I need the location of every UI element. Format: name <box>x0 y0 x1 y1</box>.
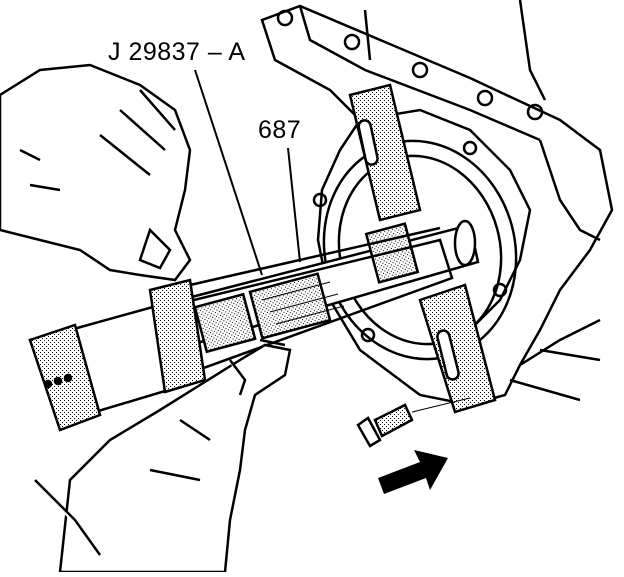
part-number-callout: 687 <box>258 116 302 144</box>
output-shaft <box>178 219 480 354</box>
callout-leaders <box>194 69 301 276</box>
mounting-bolt <box>356 397 471 448</box>
left-hand <box>0 63 192 282</box>
tool-number-callout: J 29837 – A <box>108 38 246 66</box>
right-hand <box>34 338 292 574</box>
direction-arrow-icon <box>378 450 448 494</box>
tool-plate <box>28 83 497 432</box>
